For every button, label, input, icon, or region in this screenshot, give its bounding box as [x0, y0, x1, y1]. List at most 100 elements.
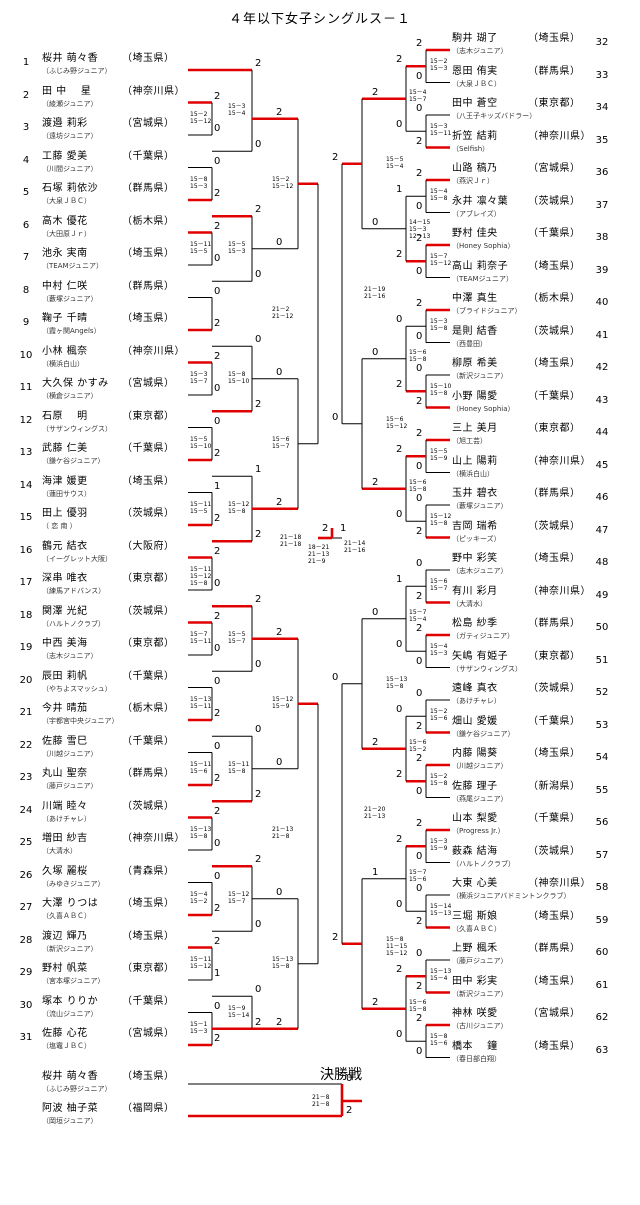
- player-name: 佐藤 理子: [452, 780, 498, 792]
- player-club: （志木ジュニア）: [452, 47, 508, 55]
- player-name: 田中 蒼空: [452, 98, 498, 109]
- seed-number: 9: [22, 317, 30, 328]
- seed-number: 58: [595, 882, 609, 893]
- game-count: 2: [416, 428, 423, 439]
- player-name: 畑山 愛媛: [452, 715, 498, 727]
- game-count: 2: [416, 590, 423, 602]
- player-name: 塚本 りりか: [42, 995, 99, 1007]
- seed-number: 34: [595, 102, 609, 113]
- player-club: （古川ジュニア）: [452, 1022, 508, 1030]
- game-count: 0: [416, 330, 423, 342]
- player-name: 山路 稿乃: [452, 163, 498, 174]
- match-score: 15－6 15－7: [430, 578, 448, 593]
- player-prefecture: （東京都）: [122, 573, 175, 584]
- game-count: 0: [372, 606, 379, 618]
- player-name: 田上 優羽: [42, 508, 88, 519]
- match-score: 21－8 21－8: [312, 1094, 330, 1108]
- player-prefecture: （宮城県）: [122, 378, 175, 389]
- seed-number: 54: [595, 752, 609, 763]
- player-club: （久喜ＡＢＣ）: [42, 912, 91, 920]
- player-prefecture: （神奈川県）: [528, 878, 591, 889]
- player-name: 有川 彩月: [452, 585, 498, 597]
- match-score: 21－20 21－13: [364, 805, 386, 820]
- player-name: 桜井 萌々香: [42, 1071, 99, 1082]
- game-count: 1: [214, 968, 221, 979]
- player-prefecture: （神奈川県）: [122, 833, 185, 844]
- match-score: 15－8 15－3: [190, 175, 208, 190]
- game-count: 2: [214, 935, 221, 947]
- match-score: 15－11 15－12 15－8: [190, 565, 212, 587]
- player-name: 桜井 萌々香: [42, 53, 99, 64]
- game-count: 2: [332, 931, 339, 943]
- game-count: 0: [214, 155, 221, 167]
- player-name: 丸山 聖奈: [42, 768, 88, 779]
- player-name: 田中 彩実: [452, 975, 498, 987]
- player-club: （大泉ＪＢＣ）: [42, 197, 91, 205]
- game-count: 0: [255, 334, 262, 346]
- player-prefecture: （東京都）: [528, 98, 581, 109]
- player-club: （八王子キッズバドラー）: [452, 112, 537, 120]
- match-score: 15－4 15－7: [409, 88, 427, 103]
- seed-number: 14: [19, 479, 33, 491]
- player-prefecture: （埼玉県）: [528, 748, 581, 759]
- player-name: 上野 楓禾: [452, 943, 498, 954]
- seed-number: 46: [595, 492, 609, 503]
- seed-number: 31: [19, 1032, 33, 1043]
- match-score: 15－8 15－10: [228, 370, 250, 385]
- player-prefecture: （埼玉県）: [528, 358, 581, 369]
- player-prefecture: （栃木県）: [528, 293, 581, 304]
- player-club: （ハルトノクラブ）: [42, 619, 105, 628]
- player-prefecture: （千葉県）: [122, 443, 175, 454]
- seed-number: 63: [595, 1044, 609, 1056]
- player-name: 中西 美海: [42, 638, 88, 649]
- game-count: 2: [416, 168, 423, 179]
- player-prefecture: （茨城県）: [122, 508, 175, 519]
- player-prefecture: （千葉県）: [122, 150, 175, 162]
- player-prefecture: （埼玉県）: [122, 1071, 175, 1082]
- player-club: （TEAMジュニア）: [42, 262, 104, 270]
- seed-number: 40: [595, 297, 609, 308]
- player-name: 野中 彩笑: [452, 553, 498, 564]
- match-score: 15－5 15－7: [228, 630, 246, 645]
- game-count: 0: [416, 688, 423, 699]
- seed-number: 23: [19, 772, 33, 783]
- seed-number: 3: [22, 122, 30, 133]
- player-club: （大田原Ｊｒ）: [42, 229, 91, 238]
- match-score: 21－19 21－16: [364, 285, 386, 300]
- game-count: 0: [396, 1029, 403, 1041]
- seed-number: 47: [595, 524, 609, 536]
- player-club: （西豊田）: [452, 339, 487, 348]
- player-club: （宇都宮中央ジュニア）: [42, 717, 119, 725]
- player-club: （鎌ケ谷ジュニア）: [42, 457, 105, 465]
- player-club: （あけチャレ）: [42, 814, 91, 823]
- game-count: 0: [214, 383, 221, 394]
- game-count: 0: [416, 655, 423, 667]
- player-club: （サザンウィングス）: [452, 664, 522, 673]
- player-name: 渡辺 輝乃: [42, 930, 88, 942]
- match-score: 15－4 15－3: [430, 643, 448, 658]
- game-count: 0: [214, 870, 221, 882]
- player-name: 中澤 真生: [452, 293, 498, 304]
- player-prefecture: （福岡県）: [122, 1103, 175, 1114]
- game-count: 0: [396, 314, 403, 326]
- match-score: 15－13 15－8: [190, 825, 212, 840]
- player-prefecture: （茨城県）: [528, 195, 581, 207]
- player-club: （志木ジュニア）: [452, 567, 508, 575]
- player-name: 野村 佳央: [452, 228, 498, 239]
- player-name: 三上 美月: [452, 423, 498, 434]
- player-club: （練馬アドバンス）: [42, 587, 106, 595]
- player-prefecture: （千葉県）: [122, 670, 175, 682]
- player-prefecture: （埼玉県）: [528, 975, 581, 987]
- match-score: 15－9 15－14: [228, 1004, 250, 1019]
- seed-number: 20: [19, 674, 33, 686]
- game-count: 1: [340, 523, 347, 534]
- game-count: 2: [214, 708, 221, 719]
- player-name: 三堀 斯娘: [452, 910, 498, 922]
- seed-number: 50: [595, 622, 609, 633]
- player-prefecture: （東京都）: [528, 650, 581, 662]
- game-count: 2: [276, 626, 283, 638]
- player-name: 中村 仁咲: [42, 280, 88, 292]
- player-club: （蓮田サウス）: [42, 489, 91, 498]
- player-club: （藪塚ジュニア）: [452, 502, 508, 510]
- player-prefecture: （茨城県）: [528, 325, 581, 337]
